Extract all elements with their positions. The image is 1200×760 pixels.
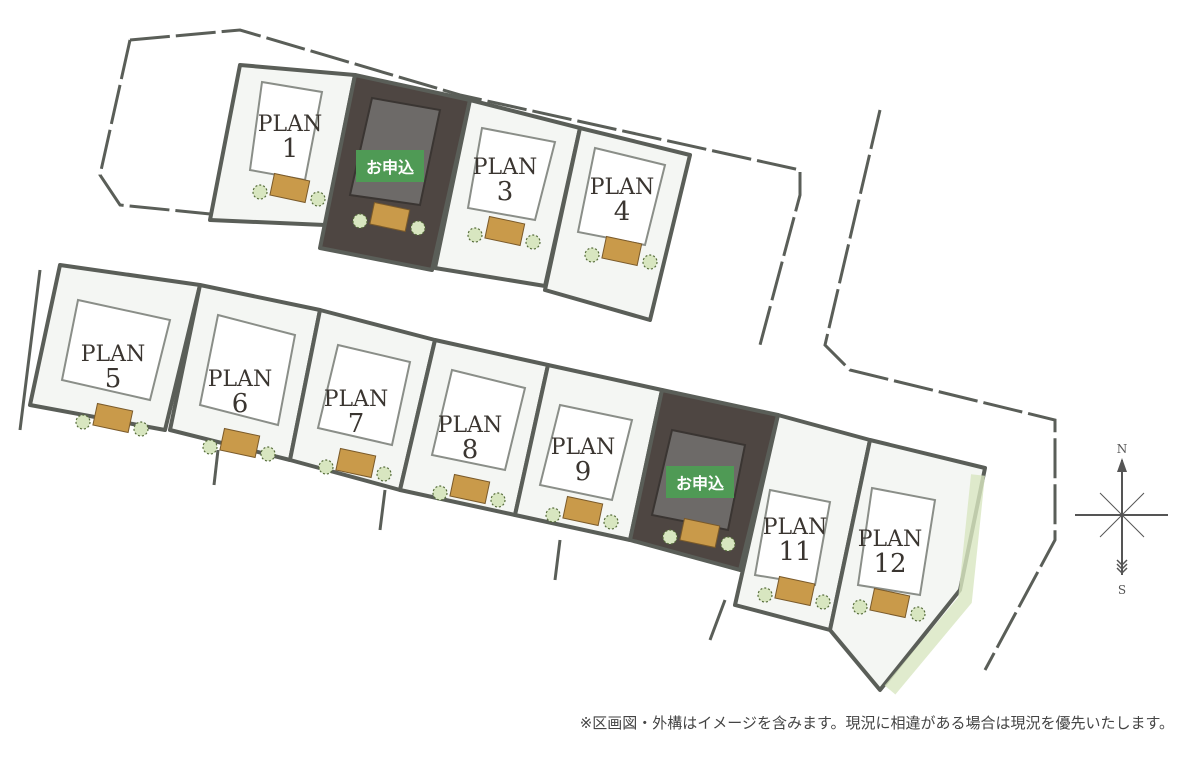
plan-text: PLAN — [323, 387, 389, 412]
building-5 — [60, 298, 172, 402]
building-3 — [466, 126, 557, 222]
tree-icon — [490, 492, 506, 508]
building-7 — [316, 343, 412, 447]
applied-badge[interactable]: お申込 — [665, 466, 735, 498]
tree-icon — [720, 536, 736, 552]
tree-icon — [584, 247, 600, 263]
plan-number: 5 — [104, 364, 122, 394]
tree-icon — [432, 485, 448, 501]
tree-icon — [852, 599, 868, 615]
plan-text: PLAN — [437, 413, 503, 438]
building-4 — [576, 146, 667, 247]
compass-south-label: S — [1117, 583, 1127, 597]
tree-icon — [525, 234, 541, 250]
boundary-line — [129, 28, 802, 346]
plan-number: 4 — [613, 197, 631, 227]
plan-number: 7 — [347, 409, 365, 439]
tree-icon — [252, 184, 268, 200]
tree-icon — [467, 227, 483, 243]
compass-north-label: N — [1116, 442, 1128, 456]
plan-number: 12 — [873, 549, 907, 579]
wood-deck-5 — [92, 402, 134, 434]
road-line — [823, 109, 1057, 671]
tree-icon — [642, 254, 658, 270]
wood-deck-4 — [601, 235, 643, 267]
building-12 — [856, 486, 937, 597]
wood-deck-1 — [269, 172, 311, 204]
wood-deck-8 — [449, 473, 491, 505]
building-8 — [430, 368, 527, 472]
plan-number: 9 — [574, 457, 592, 487]
wood-deck-9 — [562, 495, 604, 527]
wood-deck-7 — [335, 447, 377, 479]
disclaimer-note: ※区画図・外構はイメージを含みます。現況に相違がある場合は現況を優先いたします。 — [579, 714, 1174, 732]
tree-icon — [260, 446, 276, 462]
building-6 — [198, 313, 297, 427]
wood-deck-2 — [369, 201, 411, 233]
tree-icon — [410, 220, 426, 236]
tree-icon — [133, 421, 149, 437]
plan-text: PLAN — [207, 367, 273, 392]
building-9 — [538, 403, 634, 502]
plan-text: PLAN — [550, 435, 616, 460]
north-arrow-icon — [1117, 458, 1127, 472]
tree-icon — [910, 606, 926, 622]
plan-text: PLAN — [472, 155, 538, 180]
tree-icon — [376, 466, 392, 482]
compass-cross — [1099, 492, 1145, 538]
boundary-line — [378, 489, 387, 531]
arrow-feather-icon — [1116, 559, 1128, 567]
boundary-line — [98, 39, 321, 227]
boundary-line — [18, 269, 42, 431]
plan-text: PLAN — [257, 112, 323, 137]
tree-icon — [662, 529, 678, 545]
boundary-line — [212, 449, 220, 486]
plan-text: PLAN — [857, 527, 923, 552]
tree-icon — [75, 414, 91, 430]
plan-text: PLAN — [80, 342, 146, 367]
building-11 — [753, 488, 832, 587]
boundary-line — [553, 539, 562, 581]
plan-number: 11 — [778, 537, 812, 567]
tree-icon — [545, 507, 561, 523]
arrow-feather-icon — [1116, 563, 1128, 571]
plan-number: 3 — [496, 177, 514, 207]
wood-deck-11 — [774, 575, 816, 607]
plan-number: 8 — [461, 435, 479, 465]
tree-icon — [603, 514, 619, 530]
tree-icon — [352, 213, 368, 229]
plan-text: PLAN — [762, 515, 828, 540]
wood-deck-10 — [679, 517, 721, 549]
wood-deck-12 — [869, 587, 911, 619]
wood-deck-6 — [219, 427, 261, 459]
applied-badge[interactable]: お申込 — [355, 150, 425, 182]
tree-icon — [757, 587, 773, 603]
arrow-feather-icon — [1116, 567, 1128, 575]
wood-deck-3 — [484, 215, 526, 247]
plan-text: PLAN — [589, 175, 655, 200]
hedge — [884, 474, 985, 695]
tree-icon — [815, 594, 831, 610]
tree-icon — [318, 459, 334, 475]
tree-icon — [310, 191, 326, 207]
tree-icon — [202, 439, 218, 455]
boundary-line — [708, 599, 727, 641]
plan-number: 1 — [281, 134, 299, 164]
plan-number: 6 — [231, 389, 249, 419]
